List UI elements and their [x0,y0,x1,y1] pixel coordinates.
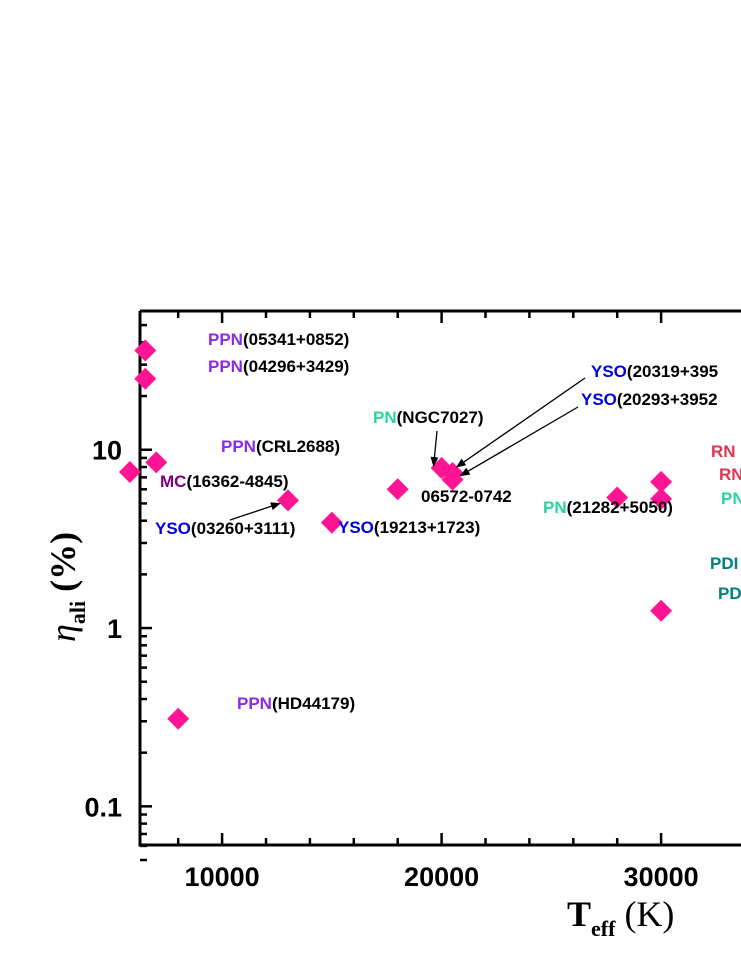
y-tick-label: 0.1 [84,792,122,822]
data-point-diamond [650,599,673,622]
x-tick-label: 10000 [185,862,260,892]
point-label: PD [718,584,741,603]
point-label: PPN(HD44179) [237,694,355,713]
data-point-diamond [650,487,673,510]
data-point-diamond [134,339,157,362]
point-label: RN [719,465,741,484]
data-point-diamond [134,367,157,390]
y-tick-label: 1 [107,614,122,644]
axis-titles: Teff (K) ηali (%) [43,532,674,941]
point-label: PPN(05341+0852) [208,330,349,349]
x-tick-label: 30000 [624,862,699,892]
point-label: PN(21282+5050) [543,498,673,517]
annotation-arrow [229,502,281,521]
data-point-diamond [118,461,141,484]
point-label: PPN(CRL2688) [221,437,340,456]
data-point-diamond [276,489,299,512]
annotation-arrow [459,406,579,477]
point-label: PN(NGC7027) [373,408,484,427]
point-label: YSO(20293+3952 [581,390,718,409]
data-point-diamond [650,470,673,493]
data-point-diamond [145,451,168,474]
y-tick-label: 10 [92,436,122,466]
point-label: MC(16362-4845) [160,472,289,491]
point-label: PN [721,489,741,508]
data-point-diamond [386,478,409,501]
point-label: RN [711,442,736,461]
point-label: YSO(20319+395 [591,362,718,381]
annotation-arrow [430,430,439,467]
x-axis-title: Teff (K) [567,894,674,941]
point-label: PDI [710,554,738,573]
data-point-diamond [606,486,629,509]
data-point-diamond [167,707,190,730]
y-axis-title: ηali (%) [43,532,90,642]
x-tick-label: 20000 [404,862,479,892]
point-labels: PPN(05341+0852) PPN(04296+3429) PPN(CRL268… [155,330,741,713]
point-label: YSO(19213+1723) [338,518,480,537]
annotation-arrow [455,377,586,468]
point-label: 06572-0742 [421,487,512,506]
axis-ticks: 10000 20000 30000 0.1 1 10 [84,309,699,892]
point-label: PPN(04296+3429) [208,357,349,376]
data-points [118,339,673,730]
data-point-diamond [441,468,464,491]
point-label: YSO(03260+3111) [155,519,295,538]
data-point-diamond [320,511,343,534]
